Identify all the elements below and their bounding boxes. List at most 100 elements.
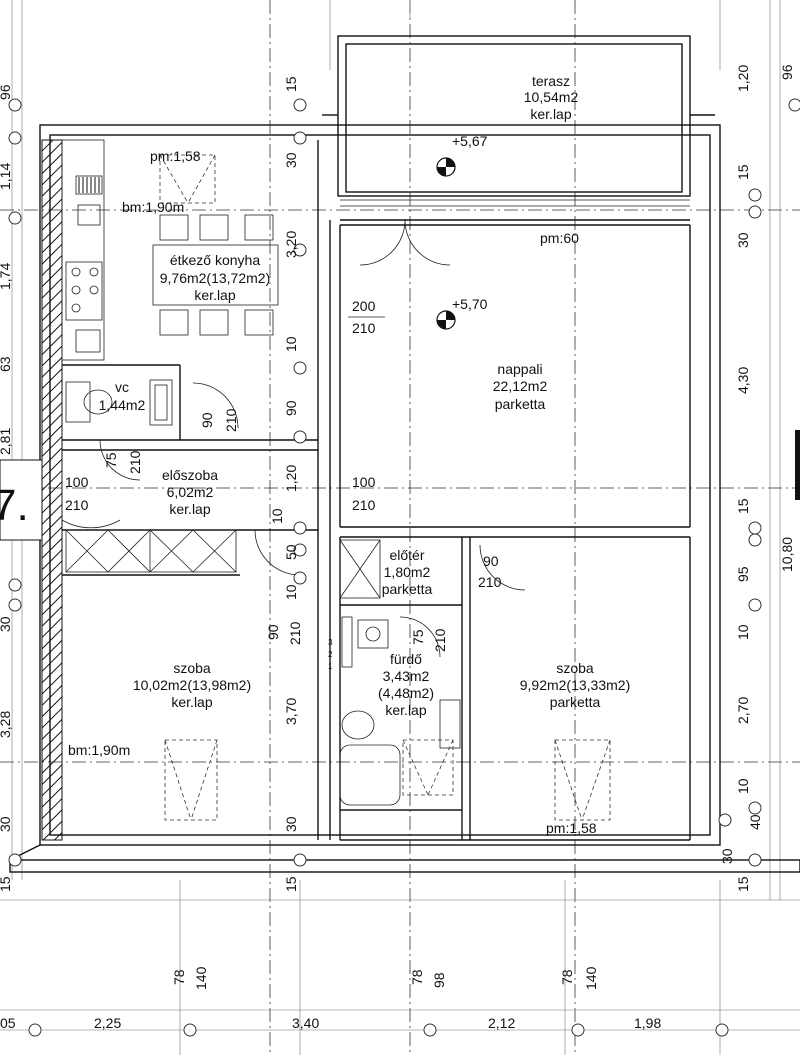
dim-label: 10 [283,336,299,352]
dim-label: 1,14 [0,163,13,190]
room-floor: ker.lap [169,501,210,517]
dims-mid: 15 30 3,20 10 90 1,20 10 50 10 3,70 30 1… [269,76,299,892]
terrace [322,35,715,207]
door-width: 100 [352,474,376,490]
room-floor: parketta [382,581,433,597]
annotations: +5,67 +5,70 pm:1,58 bm:1,90m pm:60 bm:1,… [68,133,597,836]
room-name: szoba [556,660,594,676]
door-height: 210 [352,320,376,336]
wardrobe [65,529,381,599]
dim-label: 10 [735,778,751,794]
dim-label: 30 [735,232,751,248]
dim-label: 78 [171,969,187,985]
dims-left: 96 1,14 1,74 63 2,81 30 3,28 30 15 [0,84,13,892]
dim-label: 15 [283,76,299,92]
vc-fixtures [65,379,173,426]
walls [9,124,800,873]
stair-num: 1 [328,662,333,671]
dim-label: 15 [0,876,13,892]
dimension-nodes [8,98,800,1037]
dim-label: 15 [735,876,751,892]
dim-label: 30 [283,816,299,832]
room-area-gross: (4,48m2) [378,685,434,701]
dim-label: 15 [283,876,299,892]
dim-label: 78 [409,969,425,985]
room-name: fürdő [390,651,422,667]
dim-label: 05 [0,1015,16,1031]
door-width: 90 [199,412,215,428]
window-markers [164,739,611,821]
dim-label: 30 [0,616,13,632]
dim-label: 95 [735,566,751,582]
room-name: étkező konyha [170,252,260,268]
room-furdo: fürdő 3,43m2 (4,48m2) ker.lap [378,651,434,718]
level-terrace: +5,67 [452,133,488,149]
bm-room: bm:1,90m [68,742,130,758]
dim-label: 30 [283,152,299,168]
dim-label: 3,70 [283,698,299,725]
dims-right: 1,20 15 30 4,30 15 95 10 2,70 10 40 30 1… [719,65,763,892]
dim-label: 10,80 [779,537,795,572]
door-height: 210 [223,408,239,432]
room-vc: vc 1,44m2 [99,379,146,413]
room-name: nappali [497,361,542,377]
level-markers [436,157,456,330]
bm-kitchen: bm:1,90m [122,199,184,215]
big-mark-text: 7. [0,481,29,530]
dim-label: 3,20 [283,231,299,258]
dim-label: 63 [0,356,13,372]
dim-label: 40 [747,814,763,830]
dim-label: 1,98 [634,1015,661,1031]
room-area: 1,80m2 [384,564,431,580]
door-width: 90 [483,553,499,569]
dim-label: 10 [735,624,751,640]
door-labels: 200 210 100 210 100 210 90 210 90 210 75… [65,298,502,652]
stair-num: 2 [328,650,333,659]
room-terasz: terasz 10,54m2 ker.lap [524,73,579,122]
room-szoba-left: szoba 10,02m2(13,98m2) ker.lap [133,660,251,710]
room-floor: ker.lap [385,702,426,718]
dims-far-right: 96 10,80 [779,64,795,572]
dim-label: 2,12 [488,1015,515,1031]
door-width: 75 [410,629,426,645]
room-area: 1,44m2 [99,397,146,413]
room-floor: parketta [550,694,601,710]
door-height: 210 [478,574,502,590]
door-height: 210 [65,497,89,513]
door-height: 210 [432,628,448,652]
dim-label: 10 [269,508,285,524]
room-floor: parketta [495,396,546,412]
room-etkezo-konyha: étkező konyha 9,76m2(13,72m2) ker.lap [160,252,271,303]
room-floor: ker.lap [171,694,212,710]
door-width: 90 [265,624,281,640]
room-area: 9,76m2(13,72m2) [160,270,271,286]
kitchen-furniture [61,139,279,361]
dim-label: 78 [559,969,575,985]
dim-label: 96 [779,64,795,80]
dim-label: 96 [0,84,13,100]
door-width: 200 [352,298,376,314]
room-area: 10,54m2 [524,89,579,105]
door-height: 210 [127,450,143,474]
dim-label: 140 [583,966,599,990]
dim-label: 30 [0,816,13,832]
dim-label: 3,40 [292,1015,319,1031]
dim-label: 3,28 [0,711,13,738]
room-name: előszoba [162,467,218,483]
dim-label: 1,74 [0,263,13,290]
room-eloszoba: előszoba 6,02m2 ker.lap [162,467,218,517]
dims-bottom: 05 2,25 3,40 2,12 1,98 [0,1015,661,1031]
room-area: 22,12m2 [493,378,548,394]
room-area: 6,02m2 [167,484,214,500]
room-name: vc [115,379,129,395]
dim-label: 98 [431,972,447,988]
room-floor: ker.lap [530,106,571,122]
room-area: 9,92m2(13,33m2) [520,677,631,693]
pm-room: pm:1,58 [546,820,597,836]
pm-living: pm:60 [540,230,579,246]
door-swings [61,219,526,658]
dims-bottom-vertical: 78 140 78 98 78 140 [171,966,599,990]
dim-label: 30 [719,848,735,864]
room-name: előtér [389,547,424,563]
